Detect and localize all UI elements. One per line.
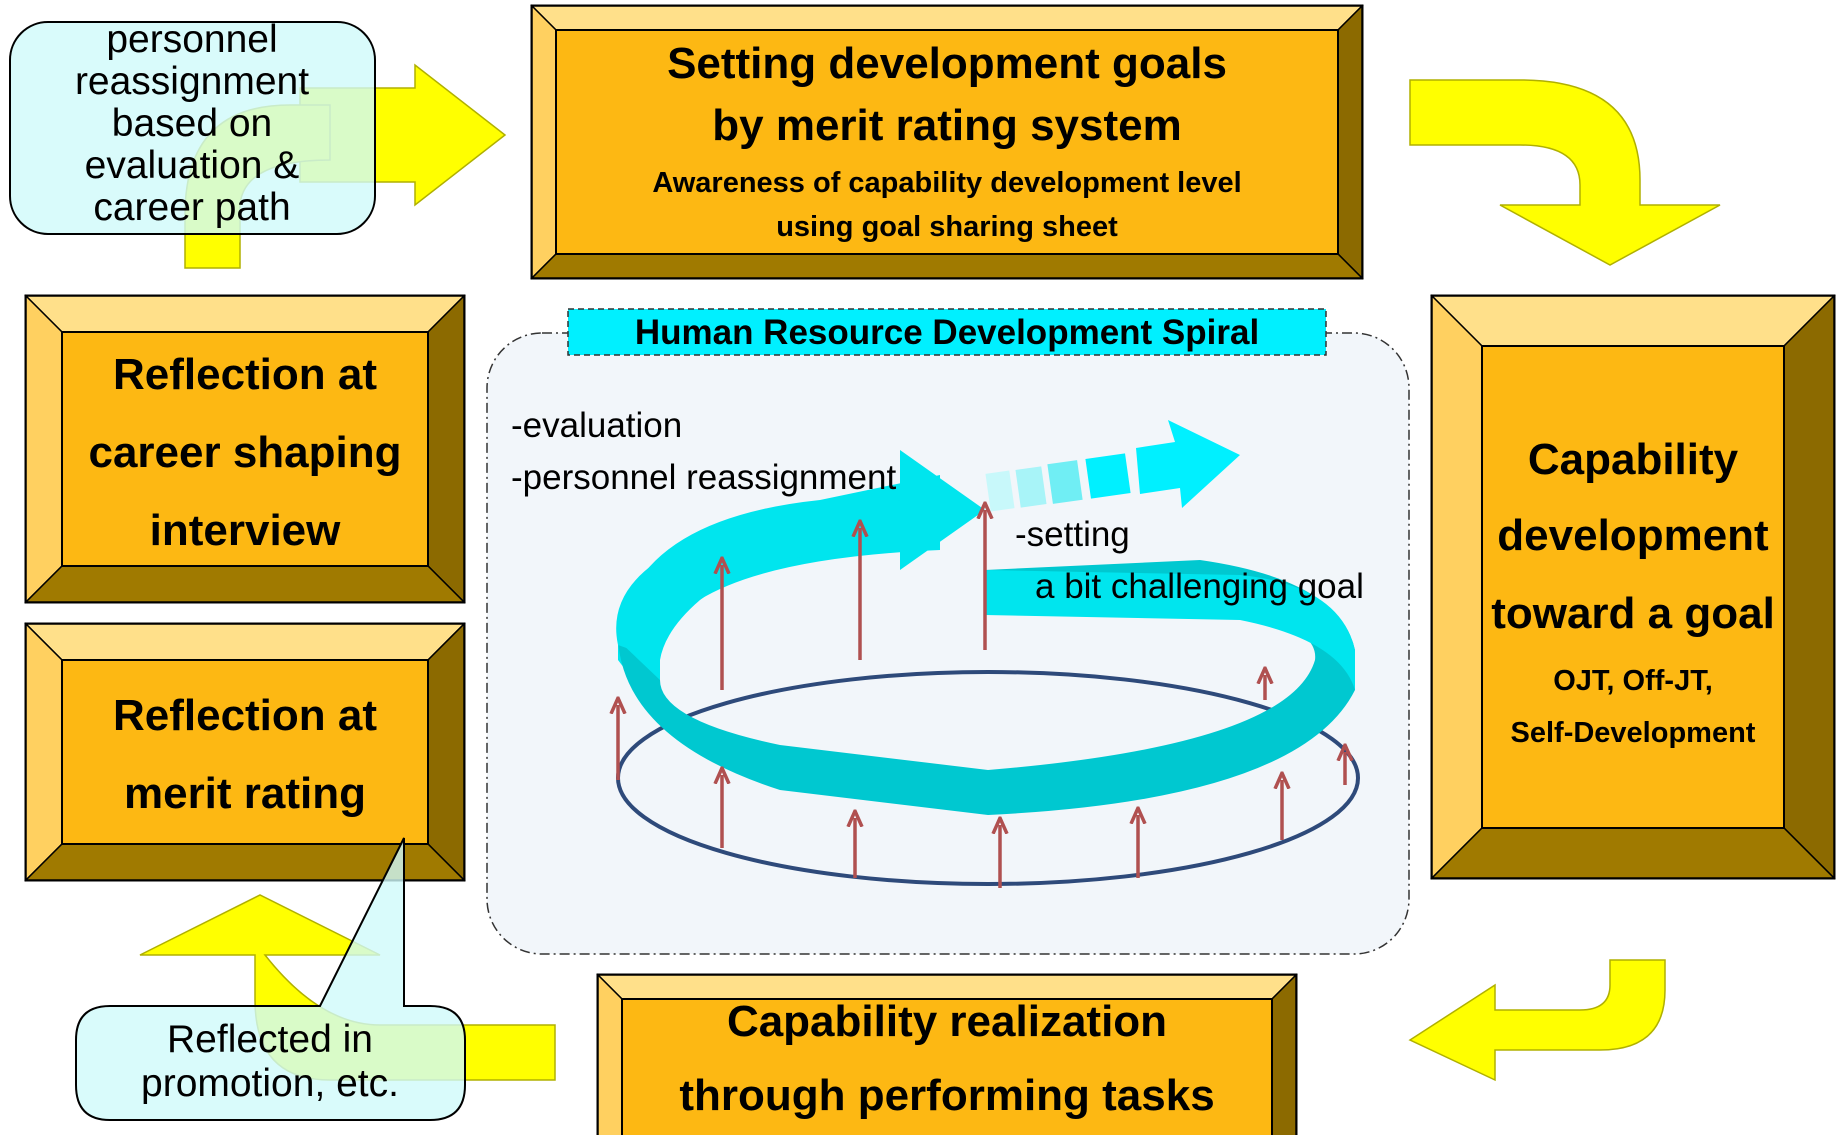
box-title: Reflection at (113, 691, 377, 740)
box-title: Capability realization (727, 997, 1167, 1046)
spiral-dash (1047, 460, 1083, 504)
callout-personnel-reassignment: personnel reassignment based on evaluati… (9, 18, 376, 235)
box-setting-development-goals: Setting development goals by merit ratin… (530, 4, 1364, 280)
box-title: Capability (1528, 435, 1739, 484)
spiral-dash (1085, 453, 1131, 499)
spiral-dash (1015, 466, 1047, 508)
box-capability-realization: Capability realization through performin… (596, 973, 1298, 1135)
box-title: development (1497, 511, 1769, 560)
callout-line: evaluation & (85, 144, 300, 187)
callout-line: career path (93, 186, 290, 229)
callout-reflected-in-promotion: Reflected in promotion, etc. (75, 837, 466, 1121)
box-merit-rating: Reflection at merit rating (24, 622, 466, 882)
spiral-band-front (618, 560, 1355, 815)
box-subtitle: Self-Development (1511, 717, 1756, 749)
box-career-shaping-interview: Reflection at career shaping interview (24, 294, 466, 604)
label-evaluation: -evaluation (511, 406, 682, 445)
label-personnel-reassignment: -personnel reassignment (511, 458, 896, 497)
box-title: interview (150, 506, 342, 555)
callout-line: Reflected in (167, 1018, 373, 1061)
callout-line: promotion, etc. (141, 1062, 399, 1105)
spiral-arrow-head (1136, 420, 1240, 508)
spiral-title: Human Resource Development Spiral (635, 313, 1259, 352)
label-setting: -setting (1015, 515, 1130, 554)
arrow-to-capability-development (1409, 79, 1721, 266)
spiral-panel: Human Resource Development Spiral (486, 308, 1410, 955)
box-title: toward a goal (1491, 589, 1775, 638)
arrow-to-capability-realization (1408, 959, 1666, 1082)
spiral-band-return (985, 570, 1355, 690)
callout-line: reassignment (75, 60, 309, 103)
box-subtitle: Awareness of capability development leve… (652, 167, 1241, 199)
box-subtitle: OJT, Off-JT, (1553, 665, 1713, 697)
box-title: career shaping (88, 428, 401, 477)
red-arrows (618, 510, 1345, 888)
callout-line: based on (112, 102, 272, 145)
box-capability-development: Capability development toward a goal OJT… (1430, 294, 1836, 880)
box-title: through performing tasks (679, 1071, 1214, 1120)
box-title: merit rating (124, 769, 366, 818)
box-title: by merit rating system (712, 101, 1182, 150)
spiral-dash (985, 470, 1015, 512)
label-challenging-goal: a bit challenging goal (1035, 567, 1364, 606)
callout-line: personnel (106, 18, 277, 61)
box-title: Reflection at (113, 350, 377, 399)
spiral-band-upper (616, 450, 985, 660)
box-title: Setting development goals (667, 39, 1227, 88)
box-subtitle: using goal sharing sheet (776, 211, 1118, 243)
